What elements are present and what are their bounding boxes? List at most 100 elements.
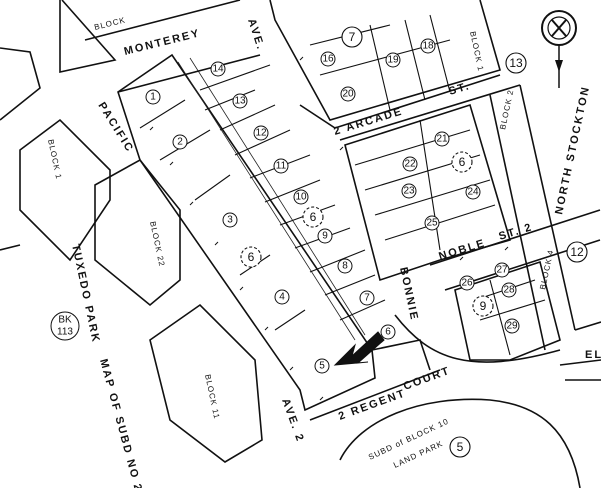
lot-28: 28 xyxy=(501,282,517,298)
svg-text:26: 26 xyxy=(461,278,473,289)
lot-14: 14 xyxy=(210,61,226,77)
block-4-edge xyxy=(574,321,601,331)
block-11-label: BLOCK 11 xyxy=(203,374,221,421)
lot-16: 16 xyxy=(320,51,336,67)
lot-3: 3 xyxy=(222,212,238,228)
lot-18: 18 xyxy=(420,38,436,54)
lot-10: 10 xyxy=(293,189,309,205)
lower-right-block xyxy=(454,260,561,361)
main-block-outline xyxy=(117,53,376,412)
big-parcel-13: 13 xyxy=(505,52,527,74)
svg-text:27: 27 xyxy=(496,265,508,276)
elm-road xyxy=(559,359,601,366)
block-4-label: BLOCK 4 xyxy=(538,249,555,291)
svg-text:2: 2 xyxy=(177,137,183,148)
svg-text:1: 1 xyxy=(150,92,156,103)
svg-text:10: 10 xyxy=(295,192,307,203)
land-park-curve xyxy=(339,398,581,488)
survey-ticks xyxy=(149,56,509,401)
svg-text:12: 12 xyxy=(570,245,584,259)
compass-seal-icon xyxy=(541,10,577,88)
arcade-street xyxy=(334,74,501,129)
svg-text:12: 12 xyxy=(255,128,267,139)
block-1-right-label: BLOCK 1 xyxy=(468,31,485,73)
noble-label: NOBLE xyxy=(437,237,487,263)
lot-9: 9 xyxy=(317,228,333,244)
bonnie-label: BONNIE xyxy=(397,266,420,322)
lot-8: 8 xyxy=(337,258,353,274)
north-stockton-left xyxy=(489,94,546,351)
lot-21: 21 xyxy=(434,131,450,147)
arcade-west xyxy=(299,104,336,129)
sub-area-9: 9 xyxy=(472,295,494,317)
svg-text:16: 16 xyxy=(322,54,334,65)
main-block-lot-lines xyxy=(139,64,386,331)
lot-12: 12 xyxy=(253,125,269,141)
svg-text:6: 6 xyxy=(459,155,466,169)
svg-text:14: 14 xyxy=(212,64,224,75)
map-book-line2: 113 xyxy=(57,327,73,338)
lot-7: 7 xyxy=(359,290,375,306)
big-parcel-7: 7 xyxy=(341,26,363,48)
svg-text:5: 5 xyxy=(457,440,464,454)
svg-text:7: 7 xyxy=(364,293,370,304)
svg-text:7: 7 xyxy=(349,30,356,44)
curve-road-1 xyxy=(394,314,561,363)
svg-text:25: 25 xyxy=(426,218,438,229)
lot-6: 6 xyxy=(380,324,396,340)
sub-area-6-right: 6 xyxy=(451,151,473,173)
lot-4: 4 xyxy=(274,289,290,305)
arcade-south-edge xyxy=(339,84,521,141)
svg-text:4: 4 xyxy=(279,292,285,303)
block-1-label: BLOCK 1 xyxy=(46,139,63,181)
noble-st-label: ST. 2 xyxy=(497,221,534,243)
svg-text:23: 23 xyxy=(403,186,415,197)
lot-22: 22 xyxy=(402,156,418,172)
lot-20: 20 xyxy=(340,86,356,102)
lot-26: 26 xyxy=(459,275,475,291)
svg-text:9: 9 xyxy=(480,299,487,313)
svg-text:29: 29 xyxy=(506,321,518,332)
svg-text:3: 3 xyxy=(227,215,233,226)
lot-1: 1 xyxy=(145,89,161,105)
svg-text:6: 6 xyxy=(310,210,317,224)
ave-top-label: AVE. xyxy=(245,17,267,52)
location-arrow-icon xyxy=(333,331,385,366)
arcade-label: 2 ARCADE xyxy=(332,105,404,137)
map-subd-label: MAP OF SUBD NO 2, xyxy=(97,358,145,488)
svg-text:24: 24 xyxy=(467,187,479,198)
sub-area-6-center: 6 xyxy=(302,206,324,228)
block-left-edge xyxy=(0,47,41,121)
lot-29: 29 xyxy=(504,318,520,334)
block-2-label: BLOCK 2 xyxy=(498,89,515,131)
lot-27: 27 xyxy=(494,262,510,278)
north-stockton-label: NORTH STOCKTON xyxy=(553,85,592,216)
lot-13: 13 xyxy=(232,93,248,109)
noble-street-top xyxy=(429,209,601,266)
lot-5: 5 xyxy=(314,358,330,374)
svg-text:13: 13 xyxy=(509,56,523,70)
svg-text:22: 22 xyxy=(404,159,416,170)
bonnie-edge xyxy=(371,339,431,371)
sub-area-6-left: 6 xyxy=(240,246,262,268)
svg-text:21: 21 xyxy=(436,134,448,145)
map-book-badge: BK 113 xyxy=(50,311,80,341)
lot-11: 11 xyxy=(273,158,289,174)
svg-text:19: 19 xyxy=(387,55,399,66)
monterey-road-top xyxy=(84,0,241,41)
big-parcel-5: 5 xyxy=(449,436,471,458)
park-edge xyxy=(0,244,21,251)
block-22-label: BLOCK 22 xyxy=(148,221,166,268)
elm-label: EL xyxy=(585,349,601,361)
svg-text:6: 6 xyxy=(248,250,255,264)
lot-25: 25 xyxy=(424,215,440,231)
regent-court-road xyxy=(309,369,441,421)
block-1-outline xyxy=(19,118,111,262)
regent-court-label: COURT xyxy=(402,365,452,393)
svg-text:5: 5 xyxy=(319,361,325,372)
block-top-label: BLOCK xyxy=(93,15,126,32)
arcade-st-label: ST. xyxy=(447,80,471,98)
block-top-left-outline xyxy=(59,0,117,73)
svg-text:28: 28 xyxy=(503,285,515,296)
